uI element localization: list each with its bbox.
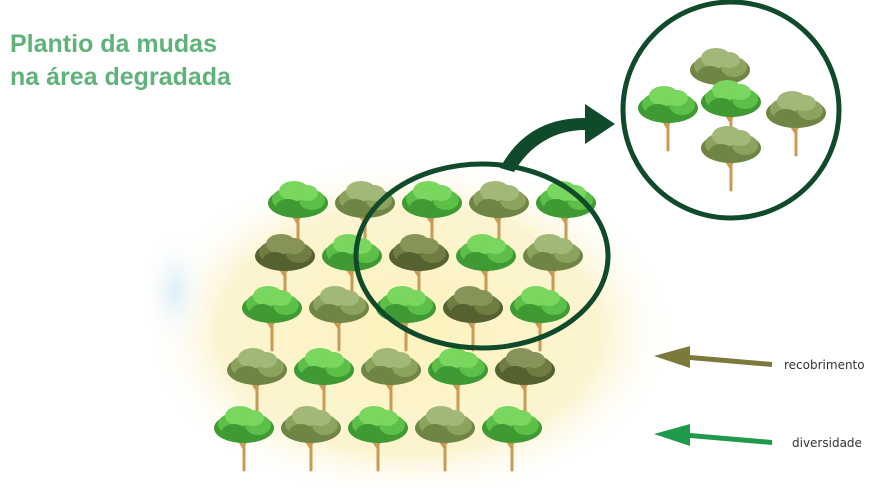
tree-recobrimento-dark	[255, 234, 315, 300]
tree-recobrimento	[227, 348, 287, 414]
tree-diversidade	[214, 406, 274, 472]
selection-ellipse	[353, 161, 611, 351]
tree-diversidade	[376, 286, 436, 352]
tree-recobrimento-dark	[495, 348, 555, 414]
tree-recobrimento	[523, 234, 583, 300]
tree-recobrimento	[766, 91, 826, 157]
label-recobrimento: recobrimento	[784, 358, 865, 372]
tree-diversidade	[536, 181, 596, 247]
recobrimento-arrow	[654, 346, 772, 368]
tree-recobrimento	[701, 126, 761, 192]
tree-diversidade	[482, 406, 542, 472]
tree-recobrimento-dark	[443, 286, 503, 352]
tree-diversidade	[456, 234, 516, 300]
tree-recobrimento-dark	[389, 234, 449, 300]
tree-diversidade	[701, 80, 761, 146]
tree-recobrimento	[469, 181, 529, 247]
tree-recobrimento	[281, 406, 341, 472]
tree-diversidade	[294, 348, 354, 414]
label-diversidade: diversidade	[792, 436, 862, 450]
tree-diversidade	[322, 234, 382, 300]
tree-diversidade	[510, 286, 570, 352]
tree-diversidade	[348, 406, 408, 472]
tree-diversidade	[428, 348, 488, 414]
tree-recobrimento	[361, 348, 421, 414]
tree-diversidade	[638, 86, 698, 152]
zoom-trees	[638, 48, 826, 192]
tree-diversidade	[402, 181, 462, 247]
diversidade-arrow	[654, 424, 772, 446]
tree-diversidade	[242, 286, 302, 352]
tree-diversidade	[268, 181, 328, 247]
title-line-2: na área degradada	[10, 63, 231, 91]
page-title: Plantio da mudas na área degradada	[10, 28, 310, 94]
zoom-arrow	[500, 104, 615, 172]
tree-recobrimento	[415, 406, 475, 472]
tree-recobrimento	[309, 286, 369, 352]
title-line-1: Plantio da mudas	[10, 30, 217, 58]
